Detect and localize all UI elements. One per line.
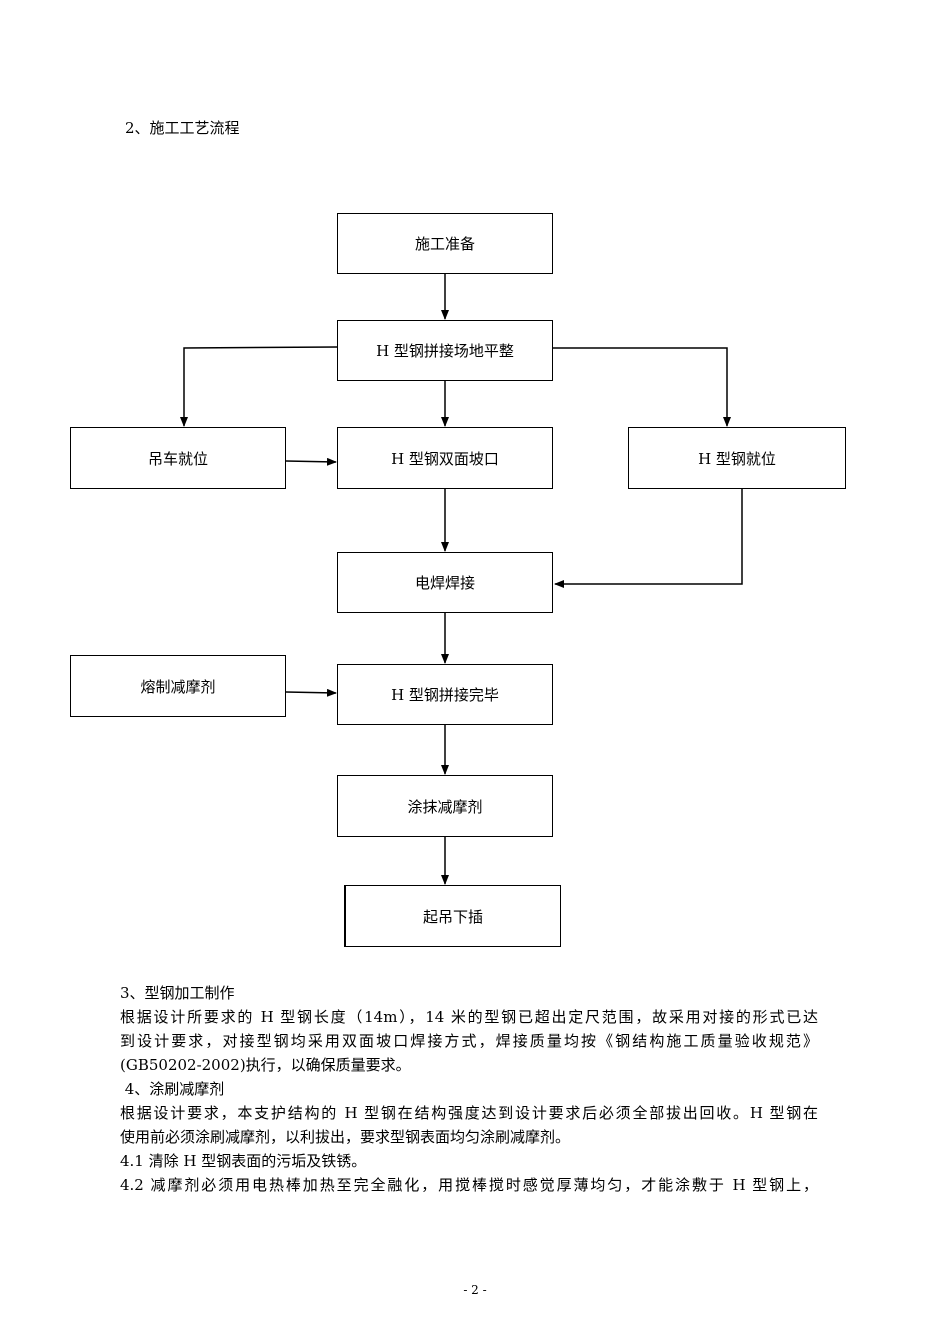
arrow-melt-to-done	[285, 688, 337, 697]
flow-box-label: 吊车就位	[147, 449, 208, 468]
flow-box-label: H 型钢拼接完毕	[391, 686, 499, 704]
arrow-steel-to-weld	[554, 489, 743, 588]
page-number: - 2 -	[463, 1283, 487, 1297]
arrow-site-to-crane	[180, 346, 339, 427]
flowchart-connectors	[180, 274, 743, 885]
flow-box-label: H 型钢拼接场地平整	[376, 342, 514, 360]
flow-box-label: H 型钢双面坡口	[391, 449, 499, 468]
flow-box-weld: 电焊焊接	[337, 552, 553, 613]
flow-box-bevel: H 型钢双面坡口	[337, 427, 553, 489]
arrow-crane-to-bevel	[285, 457, 337, 466]
flow-box-lift-insert: 起吊下插	[344, 885, 561, 947]
section-4-heading: 4、涂刷减摩剂	[120, 1080, 225, 1098]
flow-box-label: 电焊焊接	[414, 574, 475, 592]
section-4-line: 使用前必须涂刷减摩剂，以利拔出，要求型钢表面均匀涂刷减摩剂。	[120, 1128, 571, 1146]
flow-box-melt-agent: 熔制减摩剂	[70, 655, 286, 717]
flow-box-prep: 施工准备	[337, 213, 553, 274]
flow-box-label: 涂抹减摩剂	[407, 797, 483, 816]
section-4-line: 根据设计要求，本支护结构的 H 型钢在结构强度达到设计要求后必须全部拔出回收。H…	[120, 1104, 818, 1122]
flow-box-label: 熔制减摩剂	[140, 677, 216, 696]
section-4-line: 4.2 减摩剂必须用电热棒加热至完全融化，用搅棒搅时感觉厚薄均匀，才能涂敷于 H…	[120, 1176, 818, 1194]
flow-box-splice-done: H 型钢拼接完毕	[337, 664, 553, 725]
section-3-heading: 3、型钢加工制作	[120, 984, 235, 1002]
flow-box-steel-position: H 型钢就位	[628, 427, 846, 489]
flow-box-label: H 型钢就位	[698, 449, 776, 468]
arrow-site-to-steel	[553, 347, 731, 427]
flow-box-apply-agent: 涂抹减摩剂	[337, 775, 553, 837]
section-2-heading: 2、施工工艺流程	[125, 119, 240, 137]
section-3: 3、型钢加工制作 根据设计所要求的 H 型钢长度（14m），14 米的型钢已超出…	[120, 981, 818, 1077]
section-3-line: (GB50202-2002)执行，以确保质量要求。	[120, 1056, 411, 1074]
flow-box-crane: 吊车就位	[70, 427, 286, 489]
section-3-line: 到设计要求，对接型钢均采用双面坡口焊接方式，焊接质量均按《钢结构施工质量验收规范…	[120, 1032, 818, 1050]
flow-box-label: 施工准备	[414, 235, 475, 253]
flow-box-label: 起吊下插	[422, 907, 483, 926]
section-4-line: 4.1 清除 H 型钢表面的污垢及铁锈。	[120, 1152, 367, 1170]
flow-box-site-level: H 型钢拼接场地平整	[337, 320, 553, 381]
section-3-line: 根据设计所要求的 H 型钢长度（14m），14 米的型钢已超出定尺范围，故采用对…	[120, 1008, 818, 1026]
section-4: 4、涂刷减摩剂 根据设计要求，本支护结构的 H 型钢在结构强度达到设计要求后必须…	[120, 1077, 818, 1197]
